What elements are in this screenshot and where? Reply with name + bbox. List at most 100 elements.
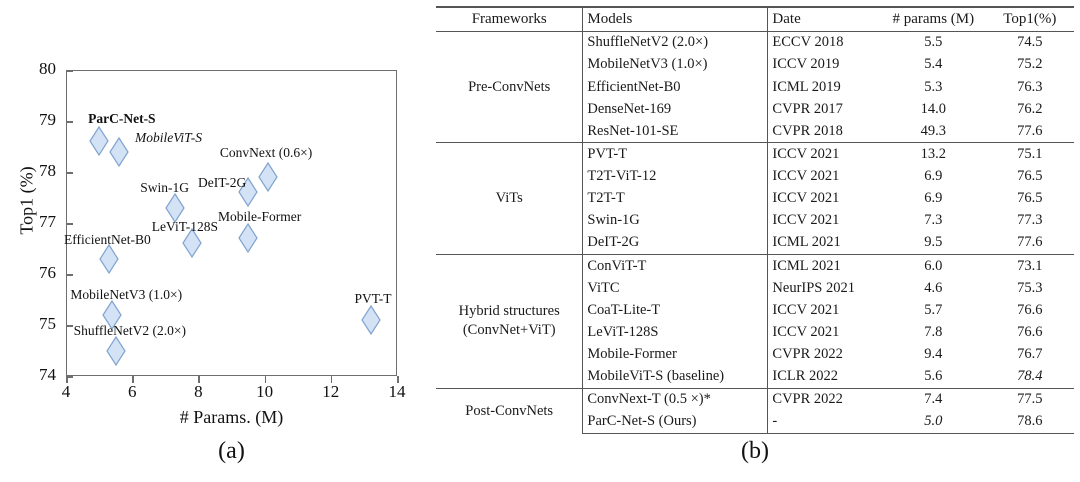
params-cell: 49.3	[920, 122, 946, 139]
model-cell: T2T-ViT-12	[582, 165, 769, 188]
x-tick-mark	[66, 376, 68, 383]
model-cell: LeViT-128S	[582, 321, 769, 344]
top1-cell: 75.1	[985, 142, 1074, 166]
params-cell: 6.9	[924, 168, 943, 185]
top1-cell: 77.6	[1017, 122, 1043, 139]
params-cell: 5.6	[924, 368, 943, 385]
x-tick-label: 12	[322, 382, 340, 401]
comparison-table-panel: Frameworks Models Date # params (M) Top1…	[430, 0, 1080, 482]
params-cell: 9.5	[924, 234, 943, 251]
params-cell: 4.6	[924, 279, 943, 296]
y-tick-label: 79	[39, 110, 56, 129]
top1-cell: 76.7	[1017, 346, 1043, 363]
x-tick-mark	[264, 376, 267, 383]
params-cell: 14.0	[920, 100, 946, 117]
date-cell: ICCV 2021	[772, 301, 840, 318]
x-tick-mark	[330, 376, 333, 383]
top1-cell: 75.3	[1017, 279, 1043, 296]
params-cell: 5.5	[880, 30, 986, 54]
column-header-top1: Top1(%)	[985, 5, 1074, 32]
top1-cell: 76.5	[1017, 190, 1043, 207]
y-tick-label: 75	[39, 314, 56, 333]
date-cell: CVPR 2017	[772, 100, 843, 117]
data-point-label: PVT-T	[354, 290, 392, 306]
date-cell: ICML 2019	[772, 78, 841, 95]
data-point-label: EfficientNet-B0	[64, 231, 151, 247]
x-tick-mark	[132, 376, 134, 383]
date-cell: ICCV 2021	[772, 323, 840, 340]
data-point-marker	[164, 192, 186, 223]
framework-label-line2: (ConvNet+ViT)	[462, 322, 556, 339]
model-cell: ParC-Net-S (Ours)	[582, 410, 769, 435]
params-cell: 6.0	[880, 254, 986, 278]
column-header-frameworks: Frameworks	[436, 5, 584, 32]
column-header-date: Date	[767, 5, 881, 32]
top1-cell: 76.5	[1017, 168, 1043, 185]
data-point-marker	[101, 299, 123, 330]
x-tick-label: 8	[194, 382, 203, 401]
params-cell: 5.0	[880, 410, 986, 435]
top1-cell: 73.1	[985, 254, 1074, 278]
comparison-table: Frameworks Models Date # params (M) Top1…	[436, 5, 1074, 435]
model-cell: MobileViT-S (baseline)	[582, 365, 769, 389]
y-tick-mark	[66, 274, 73, 276]
date-cell: ECCV 2018	[767, 30, 881, 54]
table-header-row: Frameworks Models Date # params (M) Top1…	[436, 5, 1074, 32]
x-tick-label: 6	[127, 382, 137, 401]
top1-cell: 77.6	[1017, 234, 1043, 251]
data-point-label: ParC-Net-S	[88, 111, 156, 127]
date-cell: NeurIPS 2021	[772, 279, 855, 296]
params-cell: 9.4	[924, 346, 943, 363]
y-tick-mark	[66, 121, 73, 123]
date-cell: CVPR 2022	[767, 387, 881, 411]
model-cell: MobileNetV3 (1.0×)	[582, 53, 769, 77]
y-tick-label: 80	[39, 59, 56, 78]
date-cell: ICML 2021	[772, 234, 841, 251]
data-point-label: ConvNext (0.6×)	[219, 145, 313, 161]
params-cell: 5.3	[924, 78, 943, 95]
y-axis-title: Top1 (%)	[16, 166, 37, 235]
y-tick-mark	[66, 172, 73, 174]
framework-label-line1: Hybrid structures	[458, 303, 560, 320]
y-tick-mark	[66, 376, 73, 378]
top1-cell: 76.2	[1017, 100, 1043, 117]
model-cell: CoaT-Lite-T	[582, 299, 769, 322]
model-cell: Swin-1G	[582, 209, 769, 232]
top1-cell: 76.6	[1017, 301, 1043, 318]
data-point-marker	[88, 126, 110, 157]
top1-cell: 75.2	[1017, 56, 1043, 73]
data-point-marker	[181, 228, 203, 259]
date-cell: ICCV 2021	[772, 212, 840, 229]
top1-cell: 77.5	[985, 387, 1074, 411]
framework-cell: Hybrid structures (ConvNet+ViT)	[436, 254, 584, 389]
date-cell: ICCV 2021	[767, 142, 881, 166]
data-point-label: MobileNetV3 (1.0×)	[70, 286, 183, 302]
y-tick-label: 78	[39, 161, 56, 180]
column-header-models: Models	[582, 5, 769, 32]
model-cell: DenseNet-169	[582, 98, 769, 121]
params-cell: 6.9	[924, 190, 943, 207]
y-tick-label: 77	[39, 212, 56, 231]
data-point-label: MobileViT-S	[134, 129, 202, 145]
data-point-label: ShuffleNetV2 (2.0×)	[73, 322, 186, 338]
x-tick-mark	[397, 376, 399, 383]
framework-cell: Pre-ConvNets	[436, 30, 584, 143]
data-point-label: DeIT-2G	[198, 175, 247, 191]
y-tick-mark	[66, 325, 73, 327]
params-cell: 7.3	[924, 212, 943, 229]
date-cell: ICML 2021	[767, 254, 881, 278]
model-cell: Mobile-Former	[582, 343, 769, 366]
data-point-marker	[237, 177, 259, 208]
